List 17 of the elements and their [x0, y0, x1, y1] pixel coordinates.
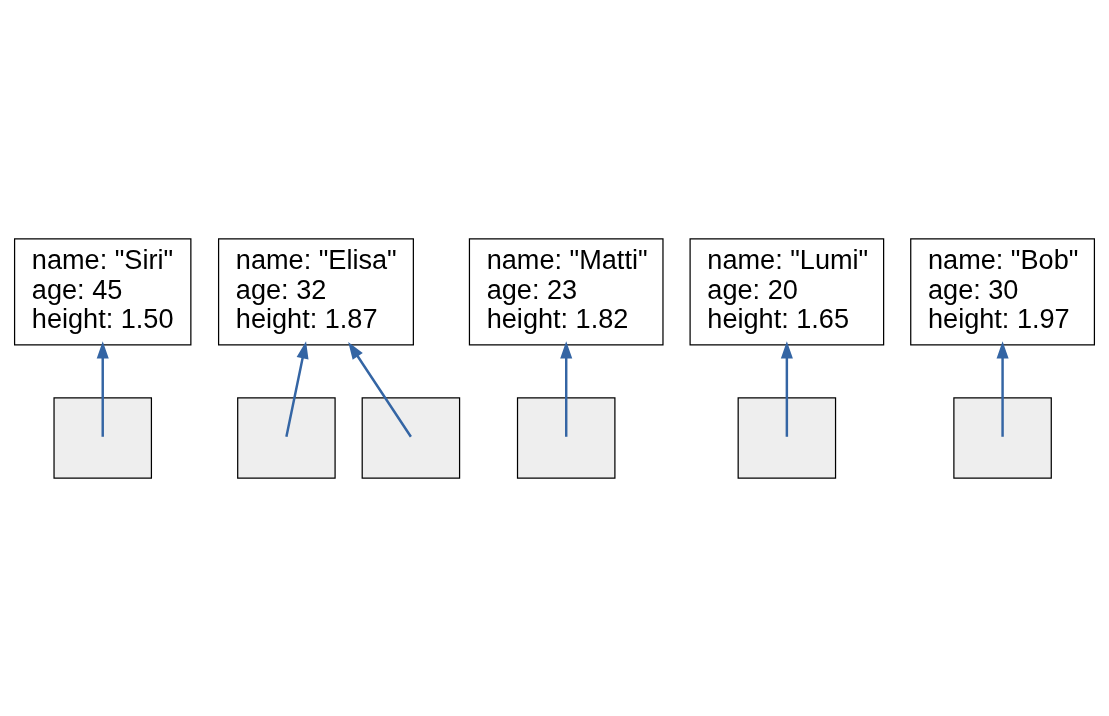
arrow: [285, 340, 309, 437]
node-box: name: "Lumi" age: 20 height: 1.65: [689, 237, 885, 346]
arrow: [96, 340, 109, 437]
arrow: [996, 340, 1009, 437]
node-box: [361, 396, 461, 479]
arrow: [560, 340, 573, 437]
node-box: [516, 396, 616, 479]
node-box: [237, 396, 336, 479]
node-box: name: "Matti" age: 23 height: 1.82: [468, 237, 664, 346]
node-box: [53, 396, 153, 479]
node-box: name: "Bob" age: 30 height: 1.97: [910, 237, 1096, 346]
node-box: [953, 396, 1052, 479]
node-box: name: "Siri" age: 45 height: 1.50: [13, 237, 192, 346]
arrow: [348, 341, 412, 437]
arrow: [780, 340, 793, 437]
node-box: [737, 396, 837, 479]
node-box: name: "Elisa" age: 32 height: 1.87: [218, 237, 414, 346]
